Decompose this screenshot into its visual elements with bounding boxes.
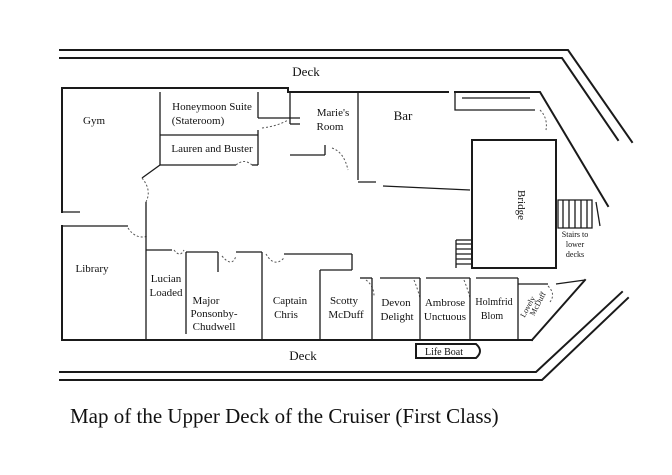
room-label-lauren: Lauren and Buster (171, 143, 253, 155)
room-label-major-2: Ponsonby- (190, 308, 237, 320)
room-label-major-1: Major (193, 295, 220, 307)
room-label-captain-2: Chris (274, 309, 298, 321)
room-label-stairs-3: decks (566, 250, 584, 259)
room-label-scotty-1: Scotty (330, 295, 359, 307)
room-label-devon-1: Devon (381, 297, 411, 309)
room-label-holmfrid-1: Holmfrid (475, 297, 512, 308)
room-label-stairs-1: Stairs to (562, 230, 588, 239)
room-label-holmfrid-2: Blom (481, 311, 503, 322)
room-label-lucian-2: Loaded (150, 287, 183, 299)
room-label-scotty-2: McDuff (328, 309, 364, 321)
bridge-walls (455, 139, 601, 269)
cabin-outer-walls (61, 87, 610, 342)
room-label-ambrose-2: Unctuous (424, 311, 466, 323)
room-label-stairs-2: lower (566, 240, 585, 249)
room-label-major-3: Chudwell (193, 321, 236, 333)
gym-walls (62, 92, 161, 226)
room-label-honeymoon-1: Honeymoon Suite (172, 101, 252, 113)
room-label-bar: Bar (394, 108, 413, 123)
life-boat-label: Life Boat (425, 347, 463, 358)
life-boat (415, 343, 481, 359)
library-walls (62, 225, 172, 340)
hull-outline (59, 49, 634, 381)
room-label-bridge: Bridge (515, 190, 527, 220)
deck-label-bottom: Deck (289, 348, 317, 363)
map-title: Map of the Upper Deck of the Cruiser (Fi… (70, 404, 499, 428)
room-label-gym: Gym (83, 115, 105, 127)
room-label-library: Library (76, 263, 109, 275)
room-label-marie-2: Room (317, 121, 344, 133)
bar-walls (454, 92, 547, 131)
room-label-ambrose-1: Ambrose (425, 297, 465, 309)
lower-cabin-walls (173, 249, 586, 340)
deck-label-top: Deck (292, 64, 320, 79)
room-label-honeymoon-2: (Stateroom) (172, 115, 225, 127)
suite-walls (160, 92, 471, 191)
room-label-lucian-1: Lucian (151, 273, 182, 285)
room-label-captain-1: Captain (273, 295, 308, 307)
room-label-devon-2: Delight (381, 311, 414, 323)
room-label-marie-1: Marie's (317, 107, 350, 119)
